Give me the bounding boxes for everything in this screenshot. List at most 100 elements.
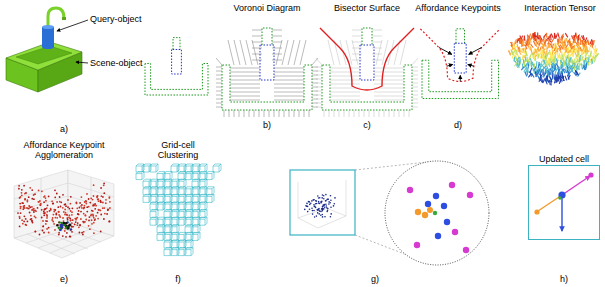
drawing-mark [70, 228, 72, 230]
drawing-mark [25, 192, 27, 194]
drawing-mark [136, 172, 144, 180]
drawing-mark [307, 206, 309, 208]
drawing-mark [372, 60, 382, 61]
drawing-mark [528, 58, 530, 63]
drawing-mark [578, 34, 580, 39]
drawing-mark [550, 80, 551, 85]
drawing-mark [77, 213, 79, 215]
drawing-mark [577, 59, 578, 64]
object-label: Query-object [90, 14, 142, 24]
drawing-mark [539, 54, 541, 59]
drawing-mark [230, 80, 260, 81]
drawing-mark [58, 234, 60, 236]
drawing-mark [199, 164, 207, 172]
drawing-mark [324, 216, 326, 218]
drawing-mark [576, 71, 578, 76]
drawing-mark [546, 54, 548, 59]
panel-title: Bisector Surface [334, 3, 400, 13]
drawing-mark [41, 217, 43, 219]
drawing-mark [550, 51, 553, 55]
panel-letter: d) [454, 120, 462, 130]
drawing-mark [447, 65, 453, 67]
drawing-mark [316, 215, 318, 217]
drawing-mark [534, 63, 535, 68]
drawing-mark [547, 78, 549, 83]
drawing-mark [216, 71, 222, 72]
drawing-mark [150, 164, 158, 172]
drawing-mark [573, 51, 574, 56]
drawing-mark [549, 80, 551, 85]
drawing-mark [318, 202, 320, 204]
drawing-mark [551, 34, 553, 39]
drawing-mark [47, 204, 49, 206]
drawing-mark [58, 211, 60, 213]
mini-axes [298, 180, 346, 228]
plot-axes [14, 170, 114, 258]
drawing-mark [552, 56, 554, 61]
drawing-mark [206, 194, 214, 202]
drawing-mark [100, 214, 102, 216]
drawing-mark [589, 47, 590, 52]
drawing-mark [61, 226, 63, 228]
drawing-mark [547, 71, 549, 76]
drawing-mark [284, 110, 285, 117]
drawing-mark [23, 185, 25, 187]
drawing-mark [63, 222, 65, 224]
updated-cell-vectors [534, 172, 593, 231]
drawing-mark [509, 51, 511, 56]
drawing-mark [326, 207, 328, 209]
drawing-mark [330, 80, 360, 81]
drawing-mark [29, 206, 31, 208]
drawing-mark [352, 42, 362, 43]
drawing-mark [84, 205, 86, 207]
drawing-mark [525, 49, 526, 54]
drawing-mark [272, 30, 282, 31]
drawing-mark [305, 205, 307, 207]
drawing-mark [19, 217, 21, 219]
drawing-mark [272, 42, 282, 43]
drawing-mark [359, 110, 360, 117]
drawing-mark [96, 196, 98, 198]
drawing-mark [538, 64, 540, 69]
drawing-mark [364, 110, 365, 117]
drawing-mark [409, 110, 410, 117]
drawing-mark [262, 28, 272, 45]
drawing-mark [20, 212, 22, 214]
drawing-mark [304, 209, 306, 211]
drawing-mark [540, 79, 543, 83]
drawing-mark [557, 48, 559, 53]
drawing-mark [31, 220, 33, 222]
drawing-mark [171, 225, 179, 233]
drawing-mark [587, 57, 589, 62]
drawing-mark [20, 196, 22, 198]
drawing-mark [26, 207, 28, 209]
zoom-circle [385, 161, 489, 265]
drawing-mark [29, 206, 31, 208]
drawing-mark [548, 39, 550, 44]
drawing-mark [537, 33, 538, 38]
drawing-mark [46, 217, 48, 219]
drawing-mark [62, 207, 64, 209]
drawing-mark [314, 216, 316, 218]
drawing-mark [67, 199, 69, 201]
drawing-mark [58, 227, 60, 229]
drawing-mark [65, 212, 67, 214]
drawing-mark [327, 198, 329, 200]
drawing-mark [586, 47, 587, 52]
drawing-mark [41, 209, 43, 211]
panel-letter: g) [371, 274, 379, 284]
drawing-mark [33, 211, 35, 213]
drawing-mark [576, 63, 578, 67]
drawing-mark [586, 48, 588, 52]
drawing-mark [308, 201, 310, 203]
drawing-mark [569, 53, 572, 57]
drawing-mark [69, 236, 71, 238]
drawing-mark [264, 110, 265, 117]
drawing-mark [81, 207, 83, 209]
drawing-mark [400, 40, 406, 65]
drawing-mark [65, 205, 67, 207]
drawing-mark [551, 64, 552, 69]
drawing-mark [79, 224, 81, 226]
drawing-mark [306, 203, 308, 205]
